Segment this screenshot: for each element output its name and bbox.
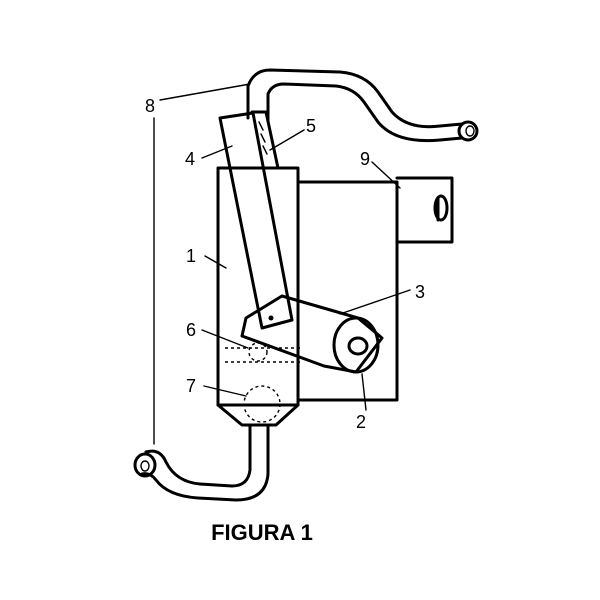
upper-pipe — [246, 68, 479, 143]
callout-4: 4 — [185, 149, 195, 169]
callout-1: 1 — [186, 246, 196, 266]
lever-arm-part-4 — [218, 111, 294, 330]
callout-9: 9 — [360, 149, 370, 169]
bracket-part-5 — [250, 110, 280, 170]
callout-6: 6 — [186, 320, 196, 340]
lower-pipe-outlet — [133, 452, 157, 478]
leader-4 — [201, 145, 233, 159]
outlet-box-part-9 — [395, 176, 454, 244]
leader-6 — [201, 329, 249, 349]
callout-8: 8 — [145, 96, 155, 116]
housing-part-2 — [296, 180, 399, 402]
figure-caption: FIGURA 1 — [211, 520, 313, 545]
leader-3 — [339, 289, 411, 315]
leader-2 — [361, 373, 367, 411]
tank-part-1 — [216, 166, 300, 427]
callout-2: 2 — [356, 412, 366, 432]
callout-labels: 8 4 5 9 1 3 6 7 2 — [145, 96, 425, 432]
leader-lines — [153, 83, 411, 445]
leader-1 — [204, 255, 227, 269]
upper-pipe-outlet — [457, 120, 479, 142]
callout-3: 3 — [415, 282, 425, 302]
callout-5: 5 — [306, 116, 316, 136]
internal-element-part-6 — [225, 342, 300, 363]
leader-7 — [203, 385, 247, 397]
lower-pipe — [133, 423, 270, 502]
leader-9 — [371, 161, 401, 189]
leader-5 — [269, 129, 305, 151]
callout-7: 7 — [186, 376, 196, 396]
lower-element-part-7 — [243, 385, 281, 423]
motor-part-3 — [240, 294, 384, 374]
leader-8 — [159, 83, 251, 101]
